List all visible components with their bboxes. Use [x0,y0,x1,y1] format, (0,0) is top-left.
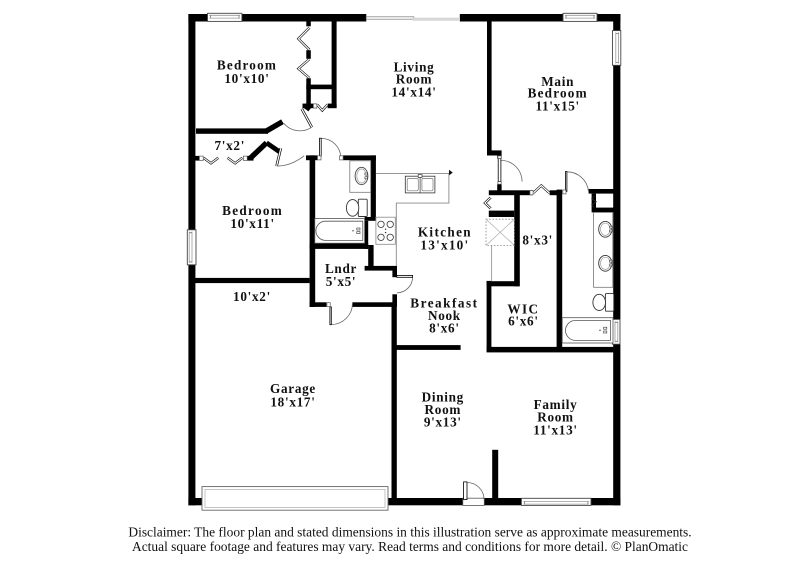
svg-text:Actual square footage and feat: Actual square footage and features may v… [132,539,688,554]
svg-text:9'x13': 9'x13' [424,414,462,429]
svg-text:11'x13': 11'x13' [533,422,577,437]
svg-text:5'x5': 5'x5' [326,274,357,289]
svg-text:Room: Room [537,410,574,425]
svg-text:Disclaimer: The floor plan and: Disclaimer: The floor plan and stated di… [128,524,691,539]
svg-text:Family: Family [534,397,578,412]
svg-text:Room: Room [396,71,433,86]
svg-text:13'x10': 13'x10' [420,237,469,252]
svg-text:Room: Room [425,402,462,417]
svg-text:Bedroom: Bedroom [217,57,277,72]
svg-text:Nook: Nook [428,308,461,323]
svg-text:Kitchen: Kitchen [418,224,472,239]
svg-text:6'x6': 6'x6' [508,314,539,329]
svg-text:Bedroom: Bedroom [528,86,588,101]
svg-text:Dining: Dining [422,390,464,405]
svg-text:10'x10': 10'x10' [224,71,269,86]
svg-text:14'x14': 14'x14' [391,84,436,99]
svg-text:Lndr: Lndr [325,261,357,276]
svg-text:Main: Main [541,74,574,89]
svg-text:Garage: Garage [270,381,316,396]
svg-text:8'x3': 8'x3' [522,232,553,247]
svg-text:8'x6': 8'x6' [429,321,460,336]
svg-text:10'x11': 10'x11' [230,216,274,231]
svg-text:Living: Living [394,59,435,74]
svg-text:7'x2': 7'x2' [214,138,245,153]
svg-text:11'x15': 11'x15' [535,99,579,114]
svg-text:Breakfast: Breakfast [410,296,478,311]
svg-text:Bedroom: Bedroom [222,203,283,218]
svg-text:10'x2': 10'x2' [233,289,271,304]
svg-text:WIC: WIC [507,301,539,316]
svg-text:18'x17': 18'x17' [270,394,315,409]
